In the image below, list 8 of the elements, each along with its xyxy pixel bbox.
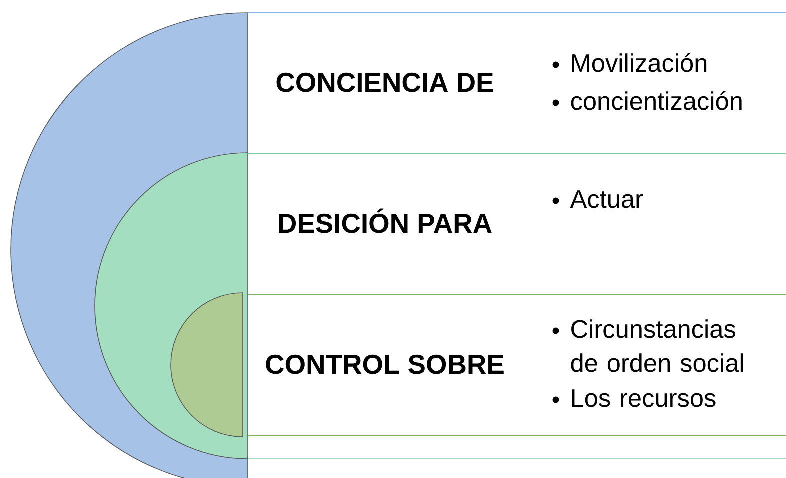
heading: CONCIENCIA DE (276, 72, 494, 92)
bullet-item: Actuar (570, 190, 644, 208)
heading: CONTROL SOBRE (266, 354, 504, 374)
heading: DESICIÓN PARA (279, 208, 492, 234)
bullet-item: Circunstancias de orden social (571, 320, 744, 372)
bullet-item: concientización (571, 91, 742, 110)
bullet-item: Movilización (572, 53, 707, 72)
bullet-item: Los recursos (572, 390, 716, 408)
